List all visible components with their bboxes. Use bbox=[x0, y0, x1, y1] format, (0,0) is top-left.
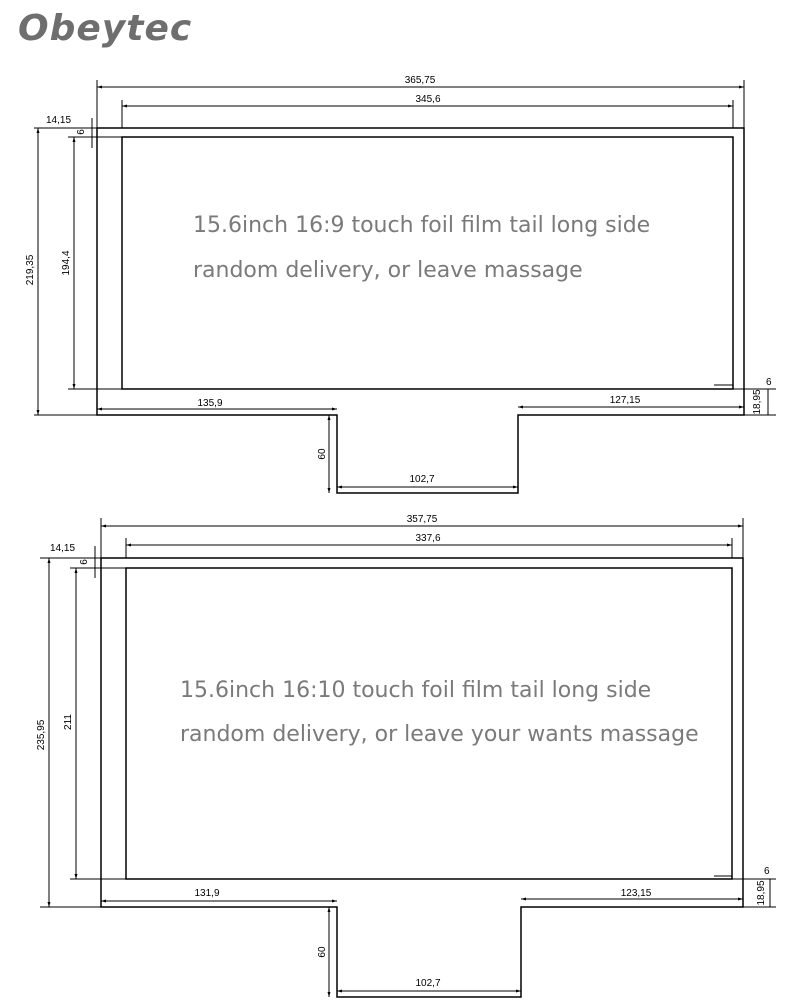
note-line-2: random delivery, or leave your wants mas… bbox=[180, 722, 699, 747]
dim-view-width: 345,6 bbox=[415, 94, 440, 105]
dim-view-width: 337,6 bbox=[415, 533, 440, 544]
dim-left-flange: 131,9 bbox=[194, 888, 219, 899]
viewing-area bbox=[121, 136, 734, 390]
diagram-16-10: 357,75 337,6 14,15 6 235,95 211 131,9 12… bbox=[36, 514, 776, 998]
note-line-1: 15.6inch 16:9 touch foil film tail long … bbox=[193, 213, 650, 238]
dim-right-flange: 123,15 bbox=[621, 888, 652, 899]
dim-tail-height: 60 bbox=[317, 448, 328, 460]
dim-top-gap: 6 bbox=[76, 129, 87, 135]
dim-overall-width: 357,75 bbox=[407, 514, 438, 525]
outer-outline bbox=[100, 557, 744, 998]
dim-view-height: 194,4 bbox=[61, 250, 72, 275]
diagram-16-9: 365,75 345,6 14,15 6 219,35 194,4 135,9 … bbox=[25, 75, 776, 494]
dim-top-gap: 6 bbox=[79, 559, 90, 565]
dim-tail-width: 102,7 bbox=[415, 978, 440, 989]
dim-overall-width: 365,75 bbox=[405, 75, 436, 86]
dim-tail-height: 60 bbox=[317, 946, 328, 958]
dim-overall-height: 219,35 bbox=[25, 254, 36, 285]
dim-bottom-margin: 18,95 bbox=[752, 389, 763, 414]
dim-overall-height: 235,95 bbox=[36, 719, 47, 750]
dim-side-margin: 14,15 bbox=[46, 115, 71, 126]
viewing-area bbox=[125, 567, 733, 880]
note-line-1: 15.6inch 16:10 touch foil film tail long… bbox=[180, 678, 651, 703]
dim-right-gap: 6 bbox=[766, 377, 772, 388]
dim-bottom-margin: 18,95 bbox=[756, 880, 767, 905]
dim-view-height: 211 bbox=[63, 714, 74, 730]
dim-left-flange: 135,9 bbox=[197, 398, 222, 409]
brand-logo: Obeytec bbox=[18, 8, 193, 49]
dim-right-flange: 127,15 bbox=[610, 395, 641, 406]
dim-side-margin: 14,15 bbox=[50, 543, 75, 554]
note-line-2: random delivery, or leave massage bbox=[193, 258, 583, 283]
dim-right-gap: 6 bbox=[764, 866, 770, 877]
dim-tail-width: 102,7 bbox=[409, 474, 434, 485]
outer-outline bbox=[96, 127, 745, 494]
